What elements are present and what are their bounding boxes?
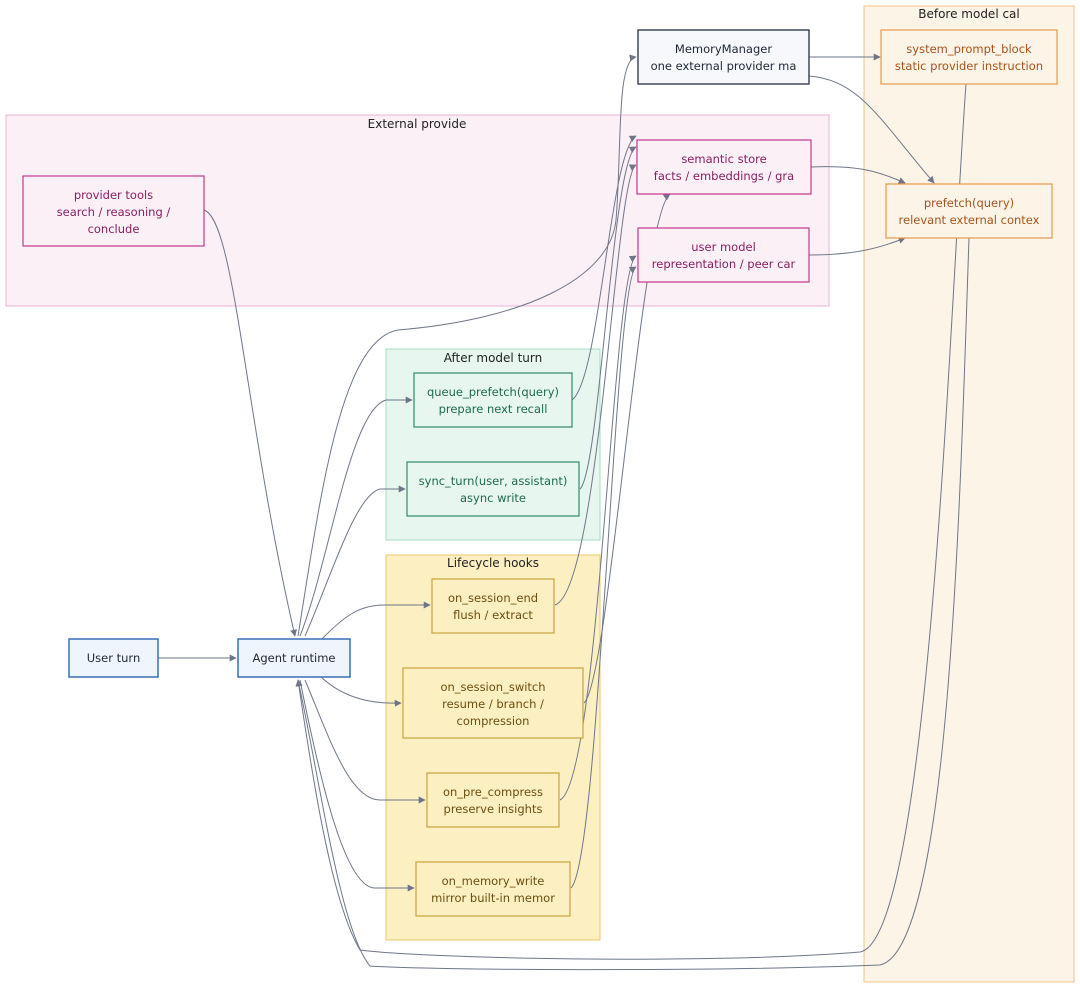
on-pre-compress-line2: preserve insights — [444, 802, 543, 816]
system-prompt-block-line1: system_prompt_block — [906, 42, 1032, 56]
on-session-end-line2: flush / extract — [453, 608, 533, 622]
user-turn-label: User turn — [87, 651, 140, 665]
on-session-switch-line3: compression — [457, 714, 530, 728]
memory-manager-line2: one external provider ma — [651, 59, 797, 73]
provider-tools-line2: search / reasoning / — [57, 205, 171, 219]
edge-memorywrite-usermodel — [570, 266, 637, 889]
on-session-switch-line1: on_session_switch — [440, 680, 545, 694]
edge-tools-runtime — [203, 209, 297, 637]
queue-prefetch-line1: queue_prefetch(query) — [427, 385, 559, 399]
edge-runtime-memorywrite — [299, 679, 415, 892]
node-agent-runtime: Agent runtime — [237, 638, 351, 678]
edges — [158, 53, 970, 971]
node-prefetch: prefetch(query) relevant external contex — [885, 183, 1053, 239]
group-title-before-model-call: Before model cal — [918, 7, 1020, 21]
on-memory-write-line1: on_memory_write — [442, 874, 545, 888]
edge-prefetch-runtime — [295, 237, 970, 971]
edge-semantic-prefetch — [810, 166, 906, 184]
node-user-turn: User turn — [68, 638, 159, 678]
provider-tools-line1: provider tools — [74, 188, 153, 202]
edge-runtime-sessionswitch — [319, 675, 402, 707]
system-prompt-block-line2: static provider instruction — [895, 59, 1043, 73]
node-memory-manager: MemoryManager one external provider ma — [637, 29, 810, 85]
user-model-line2: representation / peer car — [652, 257, 796, 271]
agent-runtime-label: Agent runtime — [253, 651, 336, 665]
group-title-after-model-turn: After model turn — [444, 351, 542, 365]
provider-tools-line3: conclude — [88, 222, 140, 236]
node-queue-prefetch: queue_prefetch(query) prepare next recal… — [413, 372, 573, 428]
queue-prefetch-line2: prepare next recall — [439, 402, 548, 416]
group-before-model-call: Before model cal — [863, 5, 1075, 983]
edge-runtime-queueprefetch — [299, 396, 413, 637]
edge-runtime-syncturn — [304, 485, 406, 637]
memory-manager-line1: MemoryManager — [675, 42, 772, 56]
sync-turn-line2: async write — [460, 491, 526, 505]
prefetch-line2: relevant external contex — [899, 213, 1040, 227]
group-title-lifecycle-hooks: Lifecycle hooks — [447, 556, 539, 570]
edge-queueprefetch-semantic — [571, 135, 637, 401]
group-title-external-provider: External provide — [368, 117, 467, 131]
prefetch-line1: prefetch(query) — [924, 196, 1014, 210]
edge-precompress-usermodel — [559, 255, 637, 801]
semantic-store-line1: semantic store — [681, 152, 766, 166]
edge-runtime-sessionend — [319, 601, 431, 642]
on-session-end-line1: on_session_end — [448, 591, 538, 605]
node-on-pre-compress: on_pre_compress preserve insights — [426, 772, 560, 828]
node-on-session-switch: on_session_switch resume / branch / comp… — [402, 667, 584, 739]
on-memory-write-line2: mirror built-in memor — [431, 891, 555, 905]
user-model-line1: user model — [691, 240, 756, 254]
edge-usermodel-prefetch — [808, 237, 906, 256]
edge-memorymanager-prefetch — [808, 75, 935, 184]
node-semantic-store: semantic store facts / embeddings / gra — [636, 139, 812, 195]
node-provider-tools: provider tools search / reasoning / conc… — [22, 175, 205, 247]
semantic-store-line2: facts / embeddings / gra — [654, 169, 794, 183]
node-user-model: user model representation / peer car — [637, 227, 810, 283]
edge-runtime-precompress — [304, 679, 426, 804]
sync-turn-line1: sync_turn(user, assistant) — [419, 474, 568, 488]
node-on-session-end: on_session_end flush / extract — [431, 578, 555, 634]
edge-sessionswitch-semantic — [583, 193, 671, 704]
edge-syncturn-semantic — [579, 146, 637, 490]
node-sync-turn: sync_turn(user, assistant) async write — [406, 461, 580, 517]
edge-sessionend-semantic — [554, 164, 637, 606]
edge-runtime-memorymanager — [297, 54, 637, 637]
on-session-switch-line2: resume / branch / — [442, 697, 544, 711]
on-pre-compress-line1: on_pre_compress — [443, 785, 543, 799]
node-on-memory-write: on_memory_write mirror built-in memor — [415, 861, 571, 917]
node-system-prompt-block: system_prompt_block static provider inst… — [880, 29, 1058, 85]
edge-sysprompt-runtime — [295, 83, 967, 960]
